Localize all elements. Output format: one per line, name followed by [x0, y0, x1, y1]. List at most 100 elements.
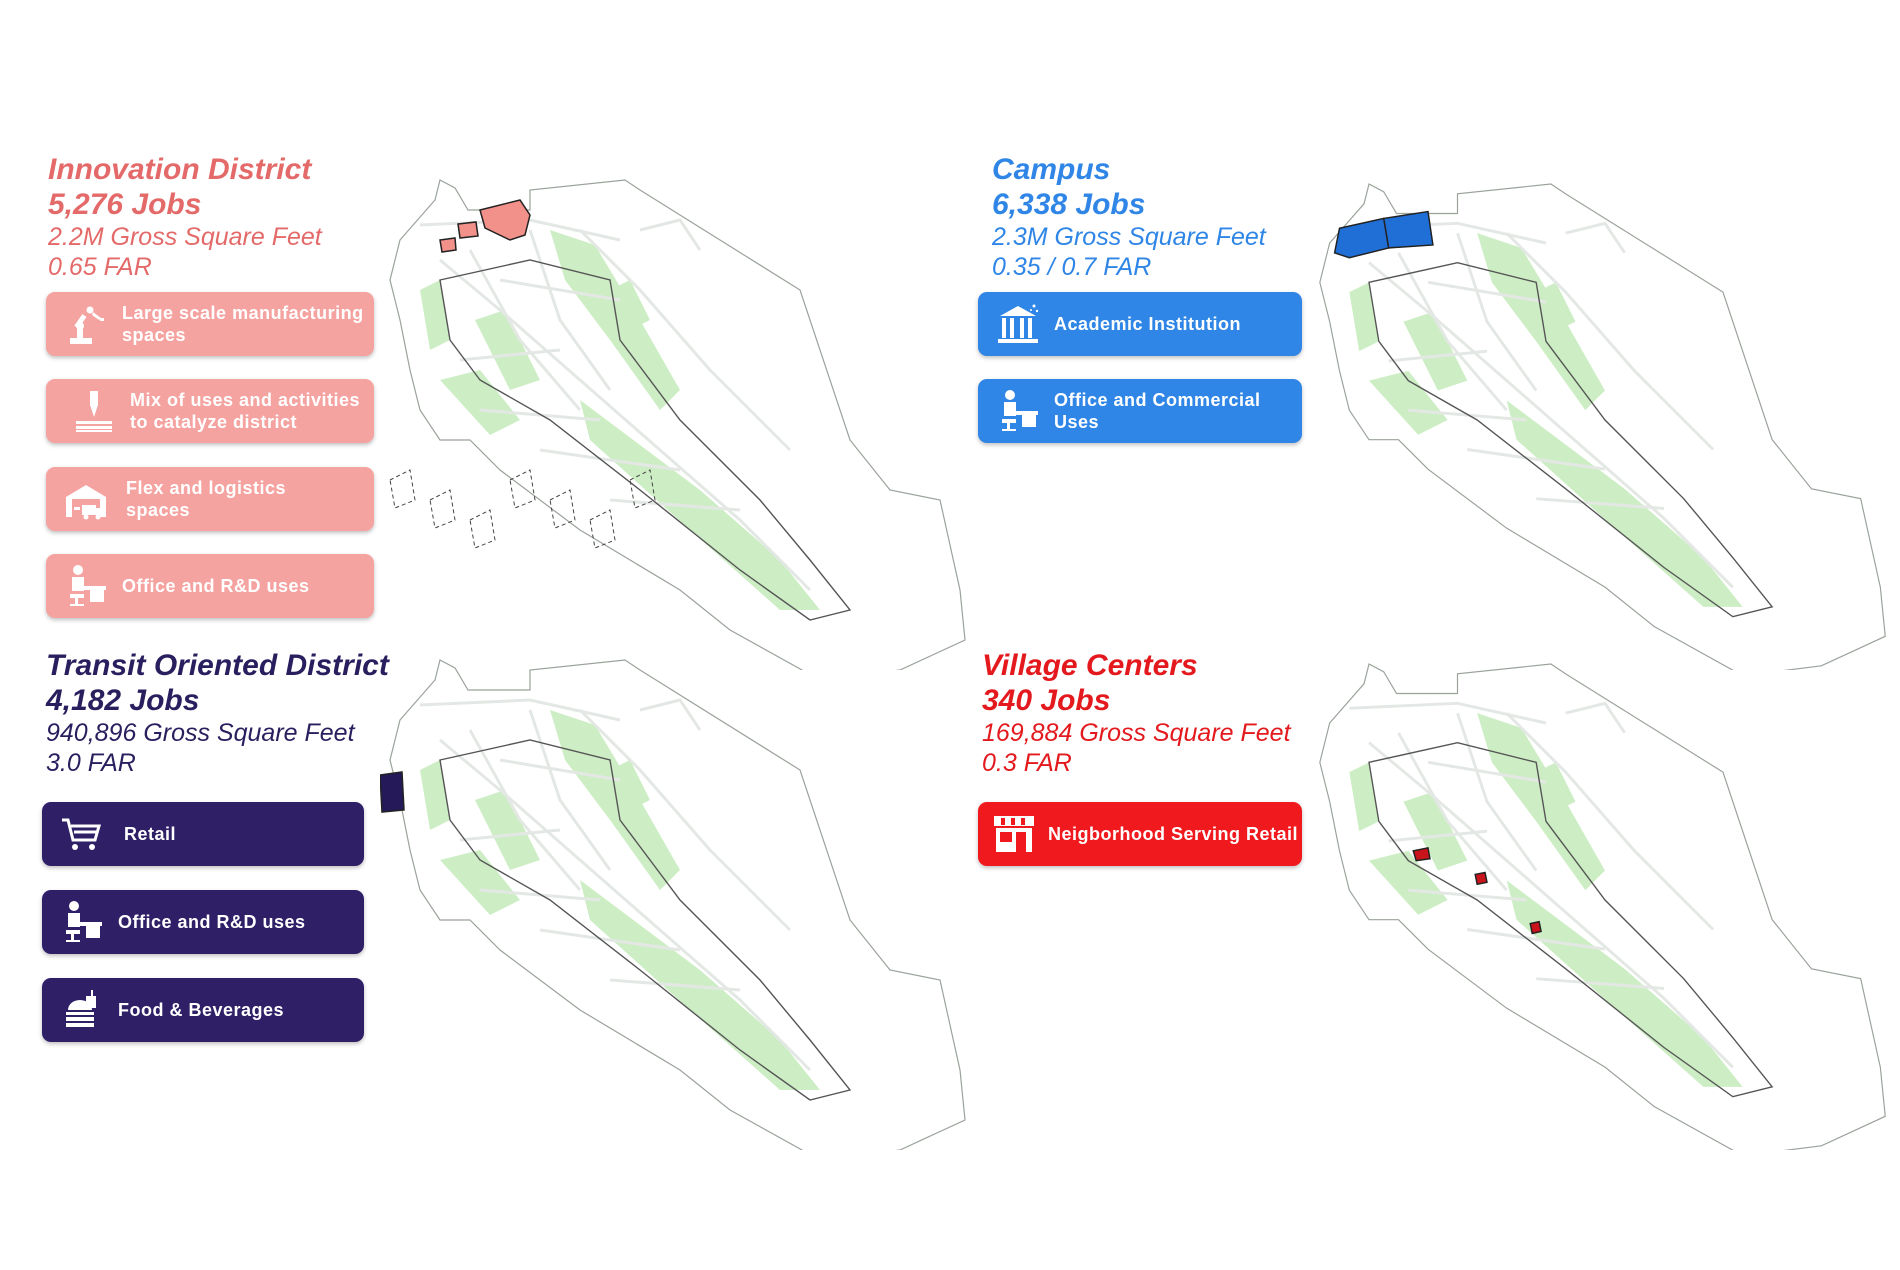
campus-gsf: 2.3M Gross Square Feet	[992, 223, 1266, 251]
campus-button-academic[interactable]: Academic Institution	[978, 292, 1302, 356]
street	[578, 228, 792, 452]
street	[499, 758, 621, 782]
transit-loop	[1368, 741, 1774, 1098]
village-title: Village Centers	[982, 649, 1198, 682]
innovation-button-manufacturing[interactable]: Large scale manufacturing spaces	[46, 292, 374, 356]
village-button-neighborhood-retail[interactable]: Neigborhood Serving Retail	[978, 802, 1302, 866]
innovation-jobs: 5,276 Jobs	[48, 188, 202, 221]
innovation-title: Innovation District	[48, 153, 312, 186]
innovation-button-manufacturing-label: Large scale manufacturing spaces	[122, 303, 364, 345]
food-beverage-icon	[56, 984, 108, 1036]
street	[1368, 741, 1734, 1069]
campus-button-office-commercial[interactable]: Office and Commercial Uses	[978, 379, 1302, 443]
transit-button-retail[interactable]: Retail	[42, 802, 364, 866]
street	[1349, 701, 1547, 725]
transit-button-retail-label: Retail	[124, 824, 177, 844]
green-space	[550, 710, 680, 890]
green-space	[610, 280, 650, 330]
shopping-cart-icon	[56, 808, 108, 860]
street	[1368, 261, 1734, 589]
transit-map-svg	[379, 659, 966, 1161]
street	[539, 928, 681, 952]
future-parcel-outline	[629, 469, 656, 509]
green-space	[440, 370, 520, 435]
street	[1565, 221, 1626, 254]
innovation-far: 0.65 FAR	[48, 253, 152, 281]
innovation-map-svg	[389, 179, 966, 681]
green-space	[475, 310, 540, 390]
transit-button-food-beverages-label: Food & Beverages	[118, 1000, 285, 1020]
village-header: Village Centers 340 Jobs 169,884 Gross S…	[982, 648, 1442, 778]
drill-press-icon	[68, 385, 120, 437]
campus-title: Campus	[992, 153, 1111, 186]
street	[609, 498, 741, 512]
street	[1397, 732, 1508, 892]
innovation-gsf: 2.2M Gross Square Feet	[48, 223, 322, 251]
future-parcel-outline	[589, 509, 616, 549]
street	[468, 729, 582, 891]
green-space	[1575, 949, 1664, 1028]
village-gsf: 169,884 Gross Square Feet	[982, 719, 1291, 747]
street	[1427, 280, 1547, 304]
street	[1388, 829, 1488, 843]
street	[468, 249, 582, 411]
site-boundary	[1319, 663, 1886, 1157]
green-space	[610, 760, 650, 810]
street	[1565, 701, 1626, 734]
street	[539, 448, 681, 472]
campus-button-office-commercial-label: Office and Commercial Uses	[1054, 390, 1261, 432]
green-space	[650, 470, 740, 550]
transit-title: Transit Oriented District	[46, 649, 389, 682]
future-parcel-outline	[429, 489, 456, 529]
innovation-button-mix-of-uses[interactable]: Mix of uses and activities to catalyze d…	[46, 379, 374, 443]
innovation-highlight-parcel	[457, 221, 479, 239]
future-parcel-outline	[469, 509, 496, 549]
village-site-map	[1310, 650, 1900, 1157]
street	[1505, 232, 1715, 451]
green-space	[1403, 791, 1468, 871]
green-space	[1536, 282, 1576, 332]
transit-jobs: 4,182 Jobs	[46, 684, 200, 717]
campus-site-map	[1310, 170, 1900, 677]
campus-button-academic-label: Academic Institution	[1054, 314, 1242, 334]
street	[439, 738, 812, 1072]
transit-loop	[439, 259, 852, 621]
green-space	[650, 950, 740, 1030]
village-highlight-parcel	[1474, 871, 1488, 886]
office-desk-icon	[60, 560, 112, 612]
green-space	[1575, 469, 1664, 548]
street	[1467, 448, 1606, 471]
street	[1536, 497, 1665, 510]
street	[528, 229, 612, 391]
street	[439, 258, 812, 592]
street	[1427, 760, 1547, 784]
future-parcel-outline	[389, 469, 416, 509]
innovation-button-flex-logistics[interactable]: Flex and logistics spaces	[46, 467, 374, 531]
campus-map-svg	[1319, 183, 1886, 677]
transit-site-map	[379, 650, 980, 1161]
transit-gsf: 940,896 Gross Square Feet	[46, 719, 355, 747]
transit-button-food-beverages[interactable]: Food & Beverages	[42, 978, 364, 1042]
innovation-highlight-parcel	[439, 237, 457, 253]
transit-button-office-rd[interactable]: Office and R&D uses	[42, 890, 364, 954]
transit-loop	[439, 739, 852, 1101]
green-space	[1369, 850, 1448, 915]
street	[1388, 349, 1488, 363]
campus-jobs: 6,338 Jobs	[992, 188, 1146, 221]
innovation-button-flex-logistics-label: Flex and logistics spaces	[126, 478, 287, 520]
future-parcel-outline	[509, 469, 536, 509]
street	[528, 709, 612, 871]
site-boundary	[389, 179, 966, 681]
campus-highlight-parcel	[1333, 217, 1390, 259]
site-boundary	[389, 659, 966, 1161]
future-parcel-outline	[549, 489, 576, 529]
street	[639, 218, 702, 251]
innovation-site-map	[380, 170, 980, 681]
innovation-button-office-rd[interactable]: Office and R&D uses	[46, 554, 374, 618]
street	[1536, 977, 1665, 990]
green-space	[475, 790, 540, 870]
green-space	[1477, 713, 1605, 891]
street	[459, 828, 561, 842]
village-highlight-parcel	[1412, 847, 1431, 862]
green-space	[1403, 311, 1468, 391]
